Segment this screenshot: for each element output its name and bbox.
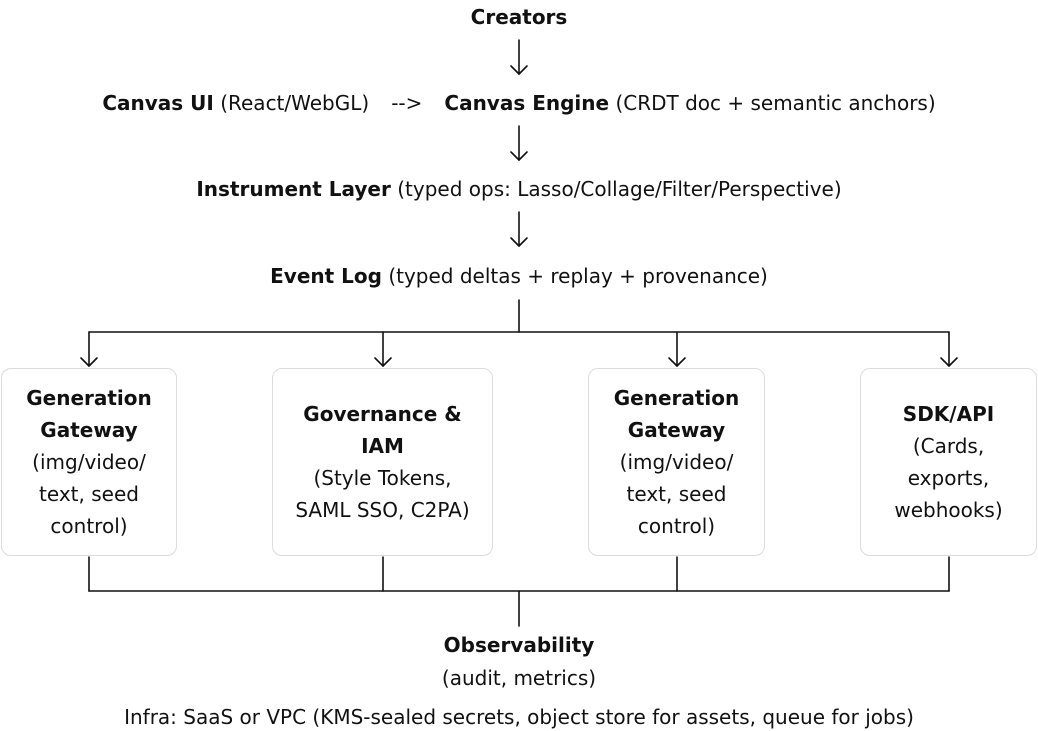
canvas-engine-node: Canvas Engine (CRDT doc + semantic ancho… bbox=[444, 91, 935, 115]
canvas-ui-detail: (React/WebGL) bbox=[220, 91, 370, 115]
arrow-canvas-to-instrument bbox=[510, 125, 528, 161]
canvas-row: Canvas UI (React/WebGL) --> Canvas Engine … bbox=[0, 90, 1038, 116]
infra-note: Infra: SaaS or VPC (KMS-sealed secrets, … bbox=[124, 705, 914, 729]
observability-title: Observability bbox=[443, 633, 595, 657]
canvas-ui-node: Canvas UI (React/WebGL) bbox=[102, 91, 369, 115]
arrow-creators-to-canvas bbox=[510, 39, 528, 75]
box-detail-line: (img/video/ bbox=[32, 450, 146, 474]
box-detail-line: text, seed bbox=[39, 482, 139, 506]
event-log-detail: (typed deltas + replay + provenance) bbox=[388, 264, 768, 288]
box-title-line: Generation bbox=[613, 386, 740, 410]
box-title-line: IAM bbox=[361, 434, 404, 458]
canvas-ui-name: Canvas UI bbox=[102, 91, 214, 115]
fan-in-connector bbox=[88, 556, 950, 627]
instrument-layer-node: Instrument Layer (typed ops: Lasso/Colla… bbox=[0, 176, 1038, 202]
box-detail-line: (Cards, bbox=[912, 434, 985, 458]
box-detail-line: SAML SSO, C2PA) bbox=[295, 498, 470, 522]
observability-detail: (audit, metrics) bbox=[441, 666, 597, 690]
sdk-api-box: SDK/API (Cards, exports, webhooks) bbox=[860, 368, 1037, 556]
box-detail-line: control) bbox=[50, 514, 128, 538]
event-log-node: Event Log (typed deltas + replay + prove… bbox=[0, 263, 1038, 289]
box-title-line: Gateway bbox=[40, 418, 138, 442]
creators-node: Creators bbox=[0, 4, 1038, 30]
box-title-line: SDK/API bbox=[902, 402, 995, 426]
generation-gateway-box-2: Generation Gateway (img/video/ text, see… bbox=[588, 368, 765, 556]
box-detail-line: (Style Tokens, bbox=[313, 466, 452, 490]
arrow-instrument-to-event-log bbox=[510, 211, 528, 247]
creators-label: Creators bbox=[470, 5, 568, 29]
instrument-layer-detail: (typed ops: Lasso/Collage/Filter/Perspec… bbox=[397, 177, 842, 201]
box-title-line: Gateway bbox=[627, 418, 726, 442]
box-detail-line: control) bbox=[637, 514, 716, 538]
generation-gateway-box-1: Generation Gateway (img/video/ text, see… bbox=[1, 368, 177, 556]
canvas-engine-name: Canvas Engine bbox=[444, 91, 610, 115]
box-detail-line: (img/video/ bbox=[619, 450, 734, 474]
canvas-connector-text: --> bbox=[391, 91, 423, 115]
box-detail-line: text, seed bbox=[626, 482, 727, 506]
instrument-layer-name: Instrument Layer bbox=[196, 177, 391, 201]
box-detail-line: webhooks) bbox=[894, 498, 1003, 522]
box-detail-line: exports, bbox=[907, 466, 990, 490]
observability-node: Observability bbox=[0, 632, 1038, 658]
fan-out-connector bbox=[80, 299, 958, 367]
governance-iam-box: Governance & IAM (Style Tokens, SAML SSO… bbox=[272, 368, 493, 556]
event-log-name: Event Log bbox=[270, 264, 382, 288]
box-title-line: Governance & bbox=[303, 402, 462, 426]
box-title-line: Generation bbox=[26, 386, 152, 410]
canvas-engine-detail: (CRDT doc + semantic anchors) bbox=[615, 91, 936, 115]
